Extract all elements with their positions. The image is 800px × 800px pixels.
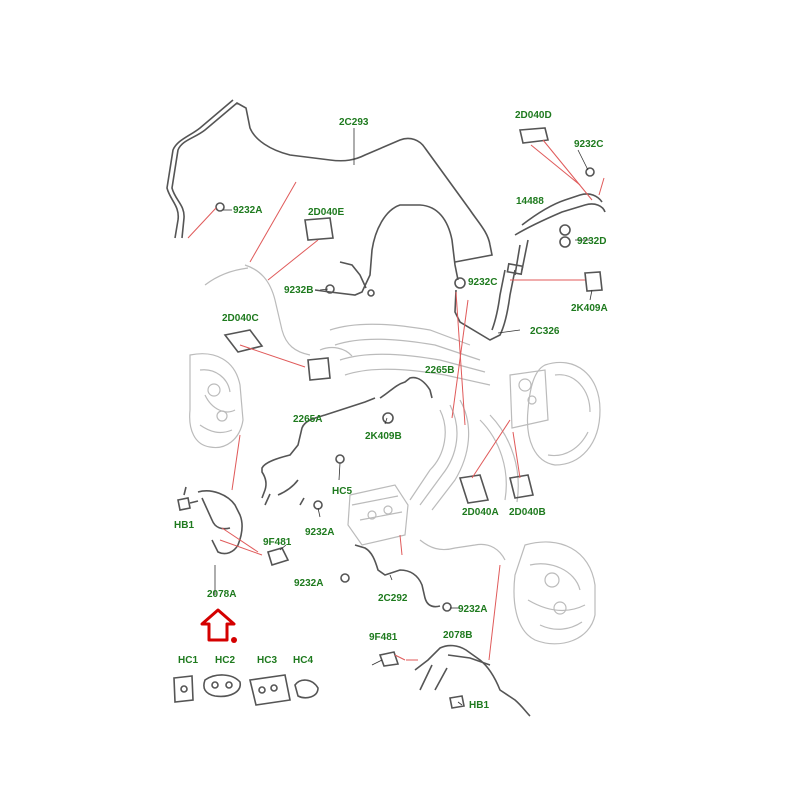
pipe-2265A: [261, 397, 376, 499]
part-label-9232D: 9232D: [577, 236, 607, 247]
part-label-2D040C: 2D040C: [222, 313, 259, 324]
part-label-2K409A: 2K409A: [571, 303, 608, 314]
pipe-2C292: [354, 544, 441, 608]
clip-2K409A: [584, 271, 603, 292]
brake-booster: [526, 361, 601, 466]
part-label-9232A-low: 9232A: [294, 578, 324, 589]
pipe-2C326: [454, 269, 516, 341]
part-label-2K409B: 2K409B: [365, 431, 402, 442]
part-label-9232C-top: 9232C: [574, 139, 604, 150]
part-label-2265A: 2265A: [293, 414, 323, 425]
part-label-9232C-mid: 9232C: [468, 277, 498, 288]
part-label-9232A-top: 9232A: [233, 205, 263, 216]
part-label-HC3: HC3: [257, 655, 278, 666]
part-label-2078B: 2078B: [443, 630, 473, 641]
part-label-HB1-right: HB1: [469, 700, 490, 711]
part-label-9F481-right: 9F481: [369, 632, 398, 643]
leader-lines: [214, 128, 593, 706]
background-components: [189, 264, 601, 645]
part-label-9232B: 9232B: [284, 285, 314, 296]
clip-HC1: [173, 675, 194, 703]
right-brake-calliper: [513, 541, 596, 645]
part-label-9F481-left: 9F481: [263, 537, 292, 548]
part-label-HC4: HC4: [293, 655, 314, 666]
clip-HC3: [249, 674, 291, 706]
part-label-2D040E: 2D040E: [308, 207, 345, 218]
connector-2D040A: [458, 474, 490, 504]
abs-modulator: [347, 484, 409, 546]
bracket-9F481-right: [378, 651, 400, 667]
clip-HC4: [294, 679, 319, 699]
part-label-HC1: HC1: [178, 655, 199, 666]
pipe-9232B: [314, 204, 459, 296]
part-label-2D040B: 2D040B: [509, 507, 546, 518]
bolt-HB1-left: [177, 486, 199, 511]
connector-2D040D: [519, 127, 549, 144]
part-label-2C326: 2C326: [530, 326, 560, 337]
connector-2D040E: [304, 217, 334, 241]
part-label-2D040A: 2D040A: [462, 507, 499, 518]
part-label-HC5: HC5: [332, 486, 353, 497]
part-label-2C292: 2C292: [378, 593, 408, 604]
callout-lines: [187, 139, 605, 661]
part-label-14488: 14488: [516, 196, 544, 207]
bolt-HB1-right: [449, 695, 465, 709]
pipe-2C293: [171, 102, 493, 263]
part-label-2C293: 2C293: [339, 117, 369, 128]
part-label-HC2: HC2: [215, 655, 236, 666]
connector-2D040B: [509, 474, 534, 499]
hose-2078A: [197, 490, 243, 555]
bracket-9F481-left: [266, 547, 290, 567]
part-label-9232A-right: 9232A: [458, 604, 488, 615]
part-label-2D040D: 2D040D: [515, 110, 552, 121]
left-brake-calliper: [189, 353, 244, 449]
front-direction-arrow: [200, 608, 237, 643]
part-label-2265B: 2265B: [425, 365, 455, 376]
part-label-2078A: 2078A: [207, 589, 237, 600]
pipe-2265B: [379, 376, 433, 399]
clip-HC2: [203, 674, 241, 698]
part-label-9232A-mid: 9232A: [305, 527, 335, 538]
part-label-HB1-left: HB1: [174, 520, 195, 531]
hose-2078B: [414, 644, 531, 717]
connector-2D040C: [223, 329, 264, 353]
brake-pipes: [166, 99, 606, 717]
